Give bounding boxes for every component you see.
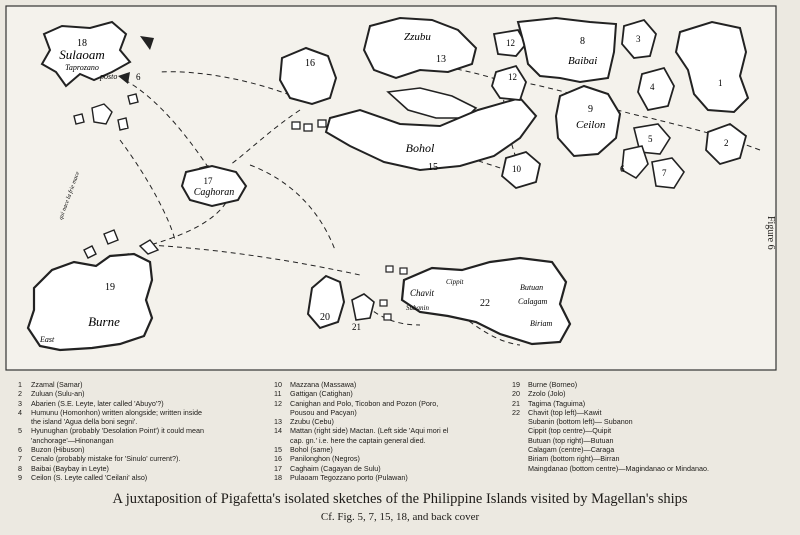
legend-item: Subanin (bottom left)— Subanon [528,417,633,427]
label-n2: 2 [724,138,729,148]
figure-caption: A juxtaposition of Pigafetta's isolated … [112,491,688,507]
bohol-islets [291,119,327,132]
label-n19: 19 [105,282,115,293]
label-n8: 8 [580,36,585,47]
legend-item: the island 'Agua della boni segni'. [31,417,138,427]
label-calagam: Calagam [518,297,548,306]
island-3-abarien: 3 [621,18,657,59]
island-7-cenalo: 7 [651,157,685,189]
label-n6a: 6 [136,72,141,82]
label-n16: 16 [305,58,315,69]
island-20-zzolo: 20 [306,274,346,330]
figure-number-label: Figure 6 [765,216,776,250]
label-biriam: Biriam [530,319,552,328]
legend-item: Calagam (centre)—Caraga [528,445,615,455]
label-posto: posto [99,72,117,81]
label-n20: 20 [320,312,330,323]
label-n12a: 12 [506,38,515,48]
label-n15: 15 [428,162,438,173]
label-ceilon: Ceilon [576,119,606,131]
legend-item: Butuan (top right)—Butuan [528,435,614,445]
label-n3: 3 [636,34,641,44]
label-n6b: 6 [620,164,625,174]
island-22-maingdanao: 22 Chavit Cippit Subanin Butuan Calagam … [400,256,572,346]
philippine-islands-map: 18 Sulaoam Taprozano posto 6 17 Caghoran… [5,5,777,371]
label-caghoran: Caghoran [194,187,235,198]
legend-item: 'anchorage'—Hinonangan [31,435,114,445]
island-15-bohol: Bohol 15 [324,96,538,173]
label-butuan: Butuan [520,283,543,292]
label-taprozano: Taprozano [65,63,99,72]
sulu-islets [379,265,408,321]
label-sulaoam: Sulaoam [59,47,105,62]
label-baibai: Baibai [568,55,597,67]
legend-item: Cippit (top centre)—Quipit [528,426,612,436]
label-n17: 17 [204,176,214,186]
island-10-mazzana: 10 [501,150,541,190]
label-n7: 7 [662,168,667,178]
label-n1: 1 [718,78,723,88]
figure-subcaption: Cf. Fig. 5, 7, 15, 18, and back cover [320,511,480,523]
island-8-baibai: 8 Baibai [516,16,618,84]
island-1-zzamal: 1 [674,20,750,114]
island-2-zuluan: 2 [705,122,748,166]
label-burne: Burne [88,314,120,329]
label-subanin: Subanin [406,304,429,312]
label-n12c: 12 [508,72,517,82]
label-n5: 5 [648,134,653,144]
island-6-buzon: 6 [620,145,649,180]
label-zzubu: Zzubu [404,31,431,43]
label-n10: 10 [512,164,522,174]
label-n13: 13 [436,54,446,65]
label-bohol: Bohol [406,141,435,155]
label-n9: 9 [588,104,593,115]
island-17-caghoran: 17 Caghoran [180,164,248,208]
label-cippit: Cippit [446,278,465,286]
label-n4: 4 [650,82,655,92]
island-13-zzubu: Zzubu 13 [362,16,478,80]
label-n22: 22 [480,298,490,309]
island-18-sulaoam: 18 Sulaoam Taprozano posto 6 [40,20,154,88]
island-21-tagima: 21 [351,293,375,332]
label-n21: 21 [352,322,361,332]
island-16-panilonghon: 16 [278,46,338,106]
label-chavit: Chavit [410,288,434,298]
island-9-ceilon: 9 Ceilon [554,84,622,158]
island-4-humunu: 4 [637,66,675,112]
label-east: East [39,335,55,344]
legend-item: Pousou and Pacyan) [290,407,357,417]
legend-item: cap. gn.' i.e. here the captain general … [290,435,426,445]
label-n18: 18 [77,38,87,49]
legend-item: Biriam (bottom right)—Birran [528,454,620,464]
legend-item: Maingdanao (bottom centre)—Magindanao or… [528,463,709,473]
